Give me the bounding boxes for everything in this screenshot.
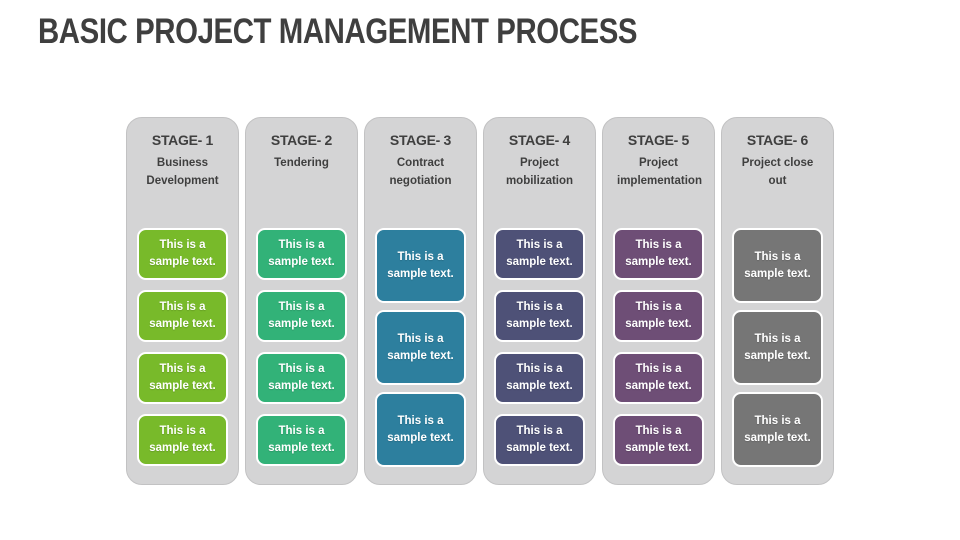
stage-label: STAGE- 5 (627, 132, 690, 148)
stage-name: Tendering (274, 157, 329, 169)
stage-boxes: This is a sample text. This is a sample t… (137, 228, 228, 466)
sample-text-box: This is a sample text. (732, 228, 823, 303)
slide-title: BASIC PROJECT MANAGEMENT PROCESS (38, 12, 638, 51)
sample-text-box: This is a sample text. (613, 414, 704, 466)
sample-text-box: This is a sample text. (256, 290, 347, 342)
stage-name: Business Development (146, 157, 219, 187)
sample-text-box: This is a sample text. (137, 352, 228, 404)
sample-text-box: This is a sample text. (375, 392, 466, 467)
sample-text-box: This is a sample text. (613, 352, 704, 404)
stage-boxes: This is a sample text. This is a sample t… (613, 228, 704, 466)
sample-text-box: This is a sample text. (137, 414, 228, 466)
stage-boxes: This is a sample text.This is a sample t… (732, 228, 823, 467)
sample-text-box: This is a sample text. (494, 290, 585, 342)
stage-boxes: This is a sample text. This is a sample t… (494, 228, 585, 466)
stage-name: Project implementation (617, 157, 702, 187)
stage-boxes: This is a sample text. This is a sample t… (256, 228, 347, 466)
sample-text-box: This is a sample text. (732, 310, 823, 385)
stage-boxes: This is a sample text.This is a sample t… (375, 228, 466, 467)
stage-label: STAGE- 4 (508, 132, 571, 148)
sample-text-box: This is a sample text. (256, 352, 347, 404)
sample-text-box: This is a sample text. (732, 392, 823, 467)
stage-label: STAGE- 2 (270, 132, 333, 148)
stage-name: Project close out (741, 157, 814, 187)
stage-label: STAGE- 6 (746, 132, 809, 148)
sample-text-box: This is a sample text. (137, 228, 228, 280)
sample-text-box: This is a sample text. (613, 290, 704, 342)
stage-label: STAGE- 3 (389, 132, 452, 148)
stage-label: STAGE- 1 (151, 132, 214, 148)
sample-text-box: This is a sample text. (494, 352, 585, 404)
stage-name: Project mobilization (505, 157, 574, 187)
sample-text-box: This is a sample text. (375, 310, 466, 385)
sample-text-box: This is a sample text. (256, 228, 347, 280)
sample-text-box: This is a sample text. (256, 414, 347, 466)
sample-text-box: This is a sample text. (494, 228, 585, 280)
sample-text-box: This is a sample text. (375, 228, 466, 303)
sample-text-box: This is a sample text. (137, 290, 228, 342)
sample-text-box: This is a sample text. (613, 228, 704, 280)
stage-name: Contract negotiation (389, 157, 452, 187)
sample-text-box: This is a sample text. (494, 414, 585, 466)
